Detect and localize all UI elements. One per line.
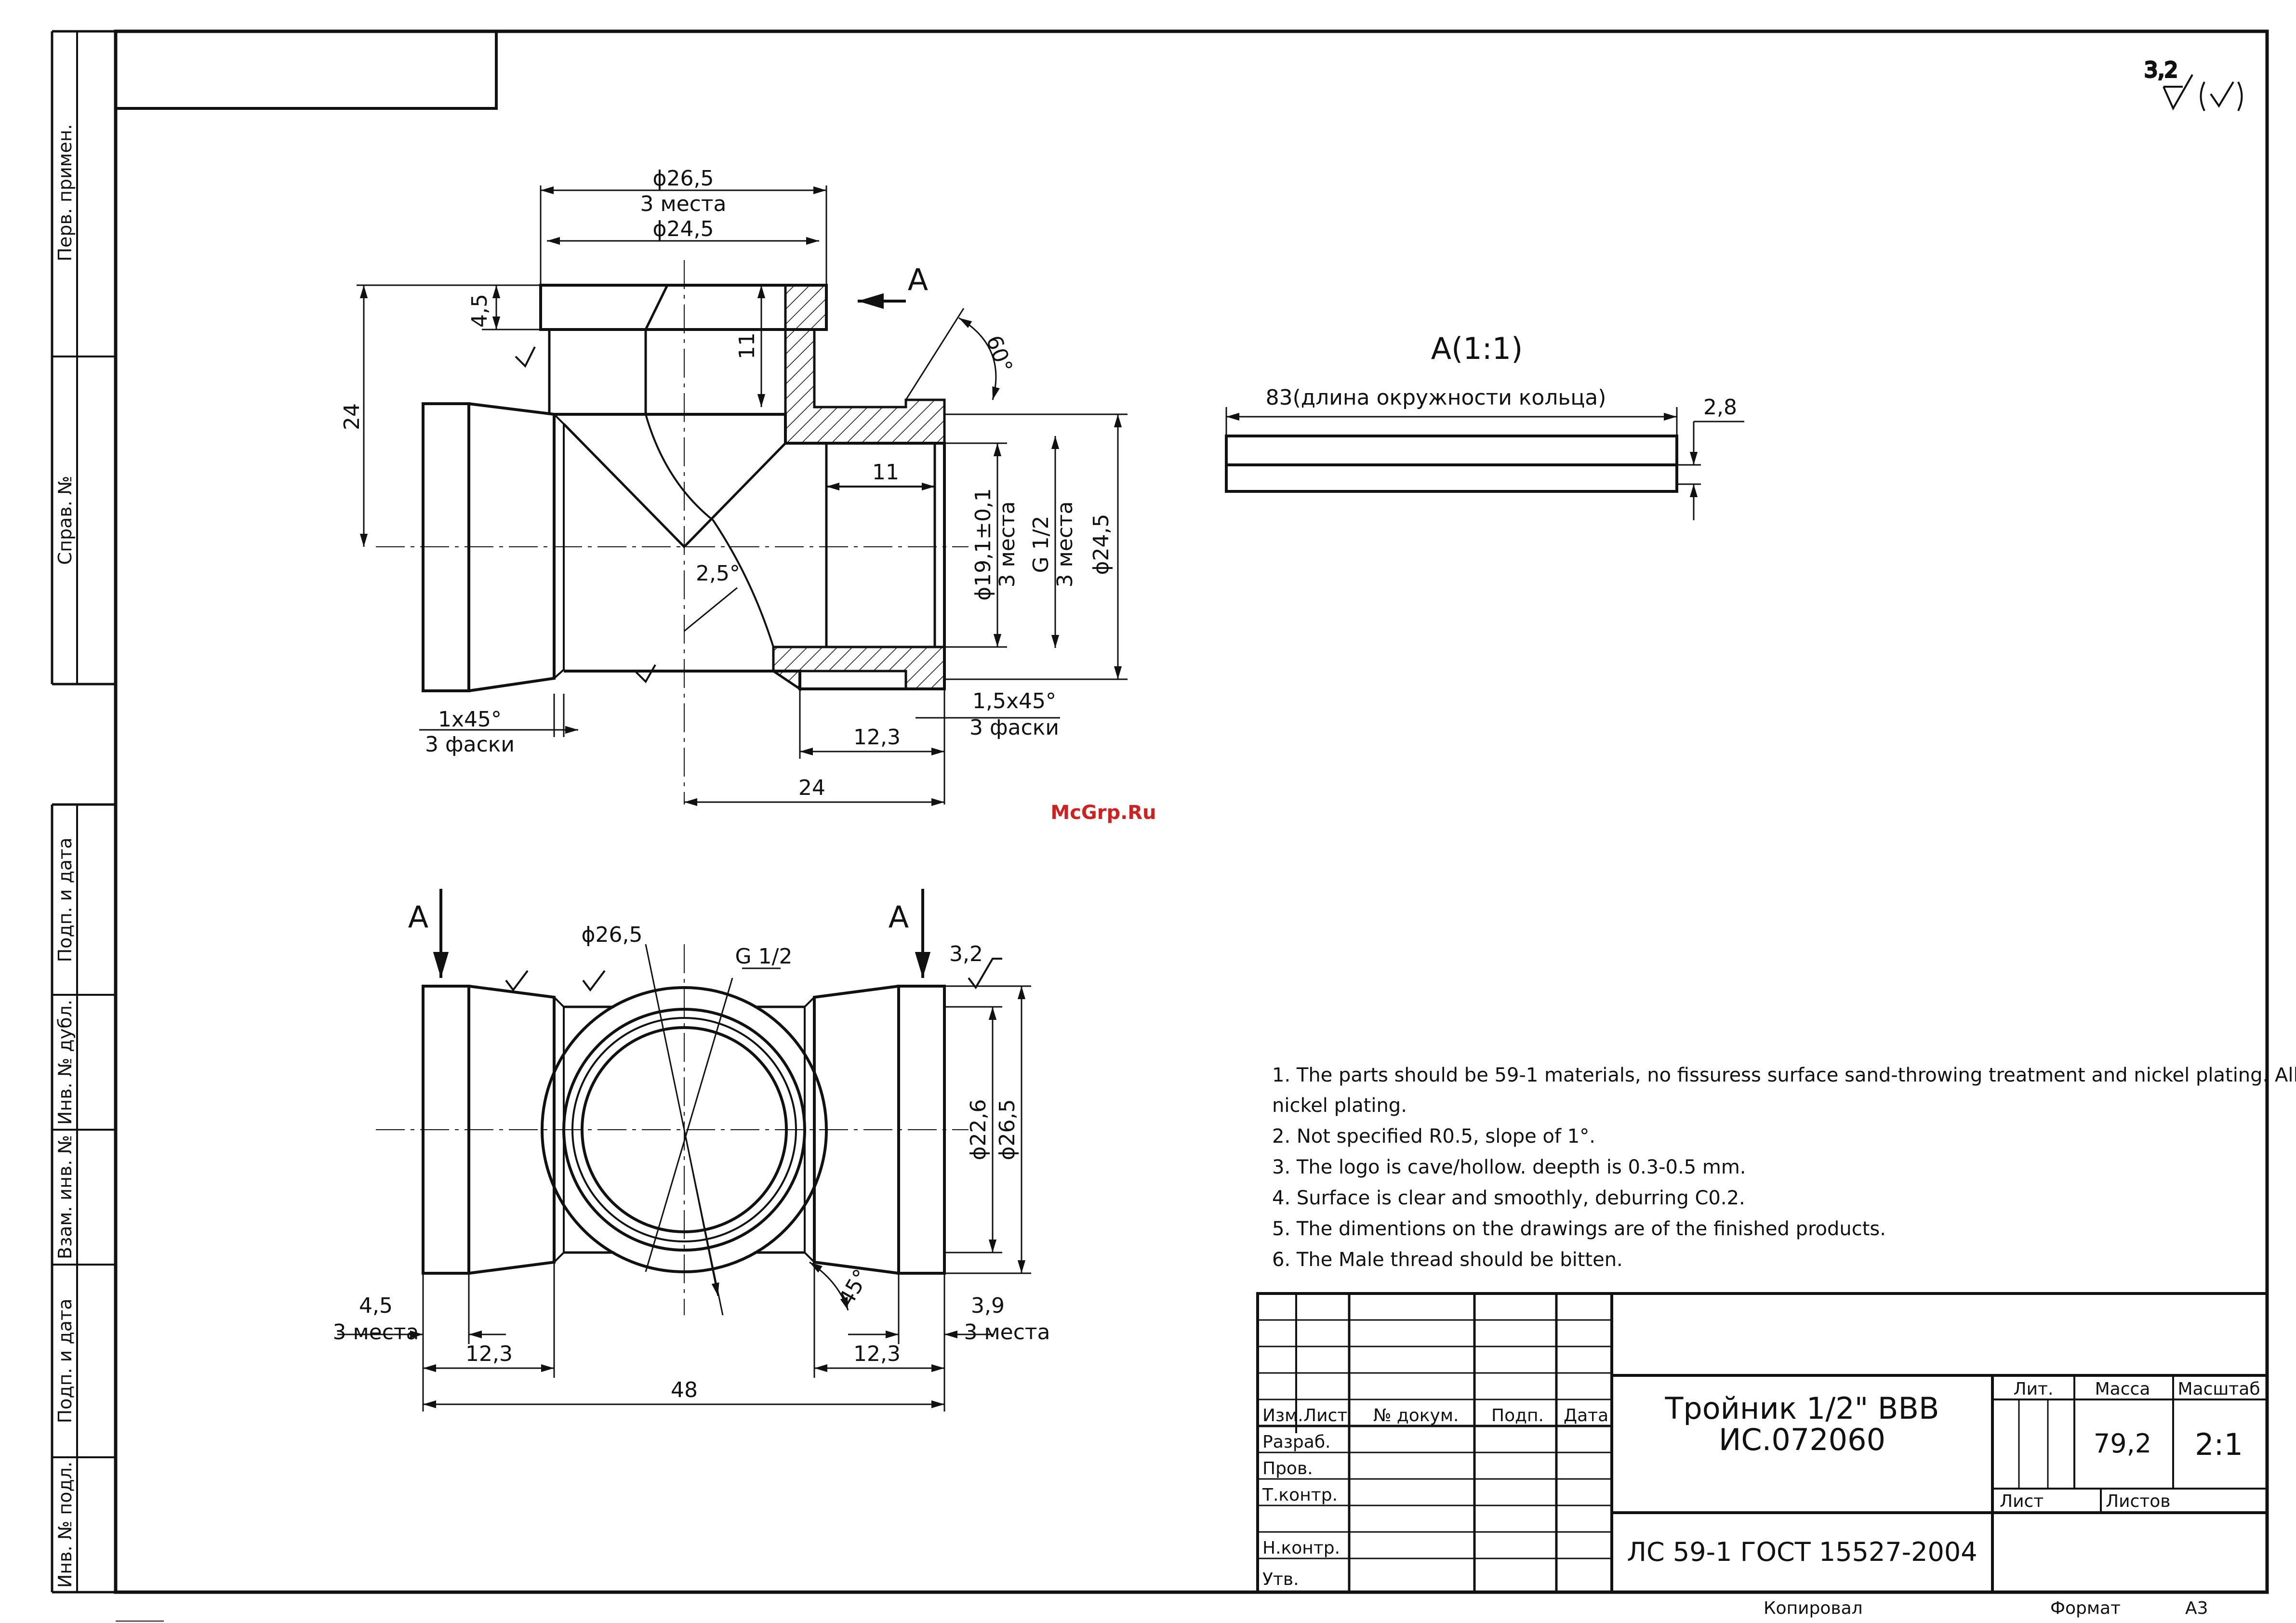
- stamp-sign-date-1: Подп. и дата: [54, 838, 76, 963]
- note-line: 3. The logo is cave/hollow. deepth is 0.…: [1272, 1156, 1746, 1178]
- ring-view-texts: A(1:1) 83(длина окружности кольца) 2,8: [1266, 331, 1737, 420]
- note-line: 2. Not specified R0.5, slope of 1°.: [1272, 1125, 1595, 1148]
- tb-format-label: Формат: [2050, 1598, 2121, 1618]
- top-view-dimension-lines: [337, 985, 1031, 1412]
- title-block: [116, 1292, 2269, 1622]
- dim-d-outer-note: 3 места: [640, 192, 726, 216]
- tb-row-developed: Разраб.: [1262, 1432, 1330, 1452]
- tb-scale-label: Масштаб: [2177, 1379, 2260, 1399]
- dim-len-right: 12,3: [853, 725, 901, 750]
- title-block-texts: Изм. Лист № докум. Подп. Дата Разраб. Пр…: [1262, 1379, 2260, 1618]
- dim-angle-60: 60°: [981, 332, 1017, 376]
- dim-right-w-note: 3 места: [964, 1320, 1050, 1345]
- tb-row-checked: Пров.: [1262, 1459, 1313, 1478]
- stamp-orig-inv: Инв. № подл.: [54, 1462, 76, 1588]
- frame: [51, 29, 2269, 1594]
- tb-row-norm-control: Н.контр.: [1262, 1538, 1340, 1558]
- dim-bore-note: 3 места: [995, 501, 1020, 587]
- dim-left-w-note: 3 места: [332, 1320, 419, 1345]
- dim-chamfer-right: 1,5x45°: [972, 689, 1056, 713]
- dim-depth-side: 11: [872, 460, 899, 485]
- dim-right-len: 12,3: [853, 1342, 901, 1366]
- stamp-dup-inv: Инв. № дубл.: [54, 1000, 76, 1125]
- stamp-first-use: Перв. примен.: [54, 124, 76, 261]
- stamp-reference-no: Справ. №: [54, 476, 76, 565]
- dim-small-angle: 2,5°: [696, 561, 740, 586]
- note-line: 5. The dimentions on the drawings are of…: [1272, 1218, 1886, 1240]
- dim-top-thread: G 1/2: [735, 944, 793, 969]
- dim-d-right: ϕ24,5: [1089, 514, 1114, 575]
- tb-col-date: Дата: [1564, 1406, 1608, 1425]
- dim-bore: ϕ19,1±0,1: [971, 488, 995, 601]
- note-line: 4. Surface is clear and smoothly, deburr…: [1272, 1187, 1745, 1209]
- tb-part-name: Тройник 1/2" ВВВ: [1664, 1391, 1939, 1426]
- tb-col-sign: Подп.: [1491, 1406, 1544, 1425]
- dim-d-boss: ϕ26,5: [582, 923, 643, 947]
- dim-chamfer-right-note: 3 фаски: [969, 715, 1059, 740]
- tb-sheet-label: Лист: [2000, 1491, 2044, 1511]
- technical-notes: 1. The parts should be 59-1 materials, n…: [1272, 1064, 2296, 1271]
- top-view-dimension-texts: ϕ26,5 G 1/2 ϕ22,6 ϕ26,5 45° 4,5 3 места …: [332, 899, 1050, 1402]
- side-stamps: Перв. примен. Справ. № Подп. и дата Инв.…: [54, 124, 76, 1588]
- dim-d-large: ϕ26,5: [995, 1099, 1020, 1161]
- front-view-dimension-texts: ϕ26,5 3 места ϕ24,5 4,5 11 24 60° 11 2,5…: [340, 166, 1114, 800]
- dim-depth-top: 11: [735, 332, 759, 359]
- dim-chamfer-left: 1x45°: [438, 707, 502, 732]
- tb-row-tech-control: Т.контр.: [1262, 1485, 1338, 1505]
- dim-height-top: 4,5: [467, 294, 492, 328]
- ring-thickness: 2,8: [1703, 395, 1737, 420]
- dim-total-len: 48: [671, 1378, 698, 1402]
- tb-format: А3: [2185, 1598, 2208, 1618]
- watermark: McGrp.Ru: [1050, 802, 1156, 824]
- view-arrow-letter-right: A: [889, 899, 909, 935]
- dim-d-inner: ϕ24,5: [653, 217, 714, 241]
- dim-d-outer: ϕ26,5: [653, 166, 714, 191]
- stamp-sign-date-2: Подп. и дата: [54, 1299, 76, 1424]
- tb-col-sheet: Лист: [1303, 1406, 1347, 1425]
- dim-d-small: ϕ22,6: [966, 1099, 991, 1161]
- front-section-view: [376, 260, 1000, 805]
- dim-len-half: 24: [798, 776, 825, 800]
- dim-left-len: 12,3: [465, 1342, 513, 1366]
- roughness-value: 3,2: [2144, 58, 2178, 82]
- tb-mass: 79,2: [2094, 1428, 2151, 1459]
- tb-row-approved: Утв.: [1262, 1570, 1299, 1589]
- dim-angle-45: 45°: [834, 1265, 874, 1310]
- tb-mass-label: Масса: [2095, 1379, 2150, 1399]
- dim-height-total: 24: [340, 403, 364, 430]
- top-view: [376, 889, 1002, 1316]
- roughness-value-local: 3,2: [949, 942, 983, 966]
- tb-col-change: Изм.: [1262, 1406, 1303, 1425]
- note-line: 6. The Male thread should be bitten.: [1272, 1249, 1623, 1271]
- dim-thread: G 1/2: [1029, 516, 1053, 573]
- note-line: 1. The parts should be 59-1 materials, n…: [1272, 1064, 2296, 1086]
- note-line: nickel plating.: [1272, 1095, 1407, 1117]
- roughness-symbol-general: 3,2: [2143, 57, 2243, 111]
- tb-material: ЛС 59-1 ГОСТ 15527-2004: [1627, 1537, 1977, 1567]
- dim-left-w: 4,5: [359, 1293, 393, 1318]
- ring-length-label: 83(длина окружности кольца): [1266, 385, 1606, 410]
- view-arrow-letter-left: A: [408, 899, 428, 935]
- tb-lit-label: Лит.: [2014, 1379, 2054, 1399]
- tb-copied: Копировал: [1764, 1598, 1863, 1618]
- tb-col-doc: № докум.: [1373, 1406, 1459, 1425]
- section-arrow-letter-front: A: [908, 262, 928, 297]
- section-title: A(1:1): [1431, 331, 1523, 366]
- dim-thread-note: 3 места: [1053, 501, 1077, 587]
- dim-right-w: 3,9: [971, 1293, 1005, 1318]
- dim-chamfer-left-note: 3 фаски: [425, 732, 515, 757]
- tb-sheets-label: Листов: [2106, 1491, 2170, 1511]
- stamp-replace-inv: Взам. инв. №: [54, 1135, 76, 1259]
- ring-view: [1225, 407, 1744, 520]
- tb-designation: ИС.072060: [1719, 1422, 1885, 1457]
- front-view-dimension-lines: [357, 185, 1128, 806]
- tb-scale: 2:1: [2195, 1427, 2243, 1462]
